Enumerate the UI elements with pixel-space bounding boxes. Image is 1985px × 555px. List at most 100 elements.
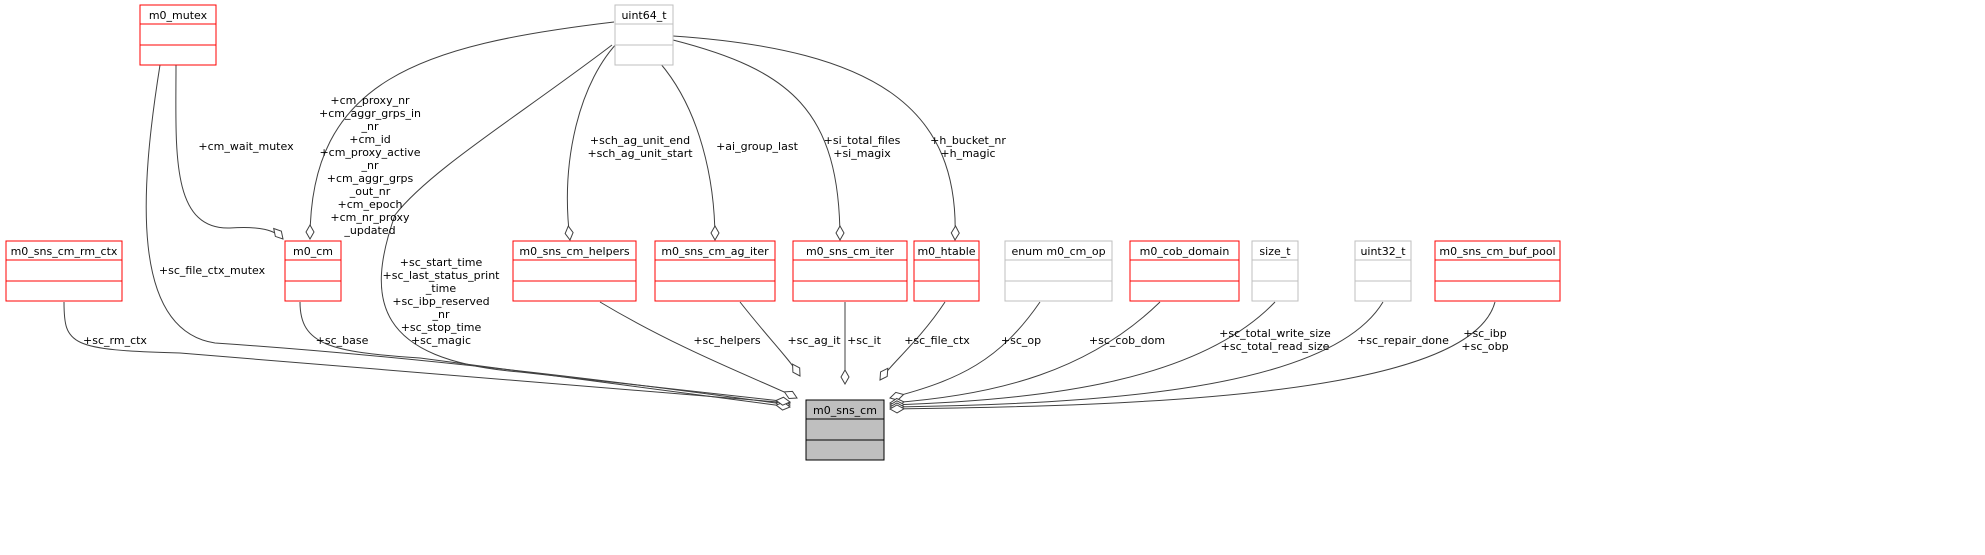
edge-size_t-to-m0_sns_cm: [888, 301, 1276, 410]
edge-label: +sc_cob_dom: [1089, 334, 1165, 347]
edge-label: _nr: [361, 120, 379, 133]
edge-label: _updated: [343, 224, 395, 237]
class-node-m0-sns-cm[interactable]: m0_sns_cm: [805, 399, 885, 461]
class-node-m0-mutex[interactable]: m0_mutex: [139, 4, 217, 66]
edge-label: +cm_proxy_nr: [330, 94, 410, 107]
edge-label: +cm_aggr_grps_in: [319, 107, 421, 120]
class-box: [139, 4, 217, 66]
class-name: m0_sns_cm_rm_ctx: [11, 245, 118, 258]
edge-m0_mutex-to-m0_cm: [175, 64, 284, 240]
edge-m0_sns_cm_ag_iter-to-m0_sns_cm: [739, 301, 801, 377]
edge-m0_htable-to-m0_sns_cm: [879, 301, 946, 381]
class-name: size_t: [1259, 245, 1291, 258]
edge-m0_sns_cm_helpers-to-m0_sns_cm: [599, 301, 798, 400]
edge-label: +sc_file_ctx_mutex: [159, 264, 266, 277]
class-node-m0-htable[interactable]: m0_htable: [913, 240, 980, 302]
edge-label: +cm_epoch: [338, 198, 403, 211]
edge-label: +sc_file_ctx: [904, 334, 970, 347]
class-name: m0_sns_cm_helpers: [519, 245, 629, 258]
class-name: uint64_t: [621, 9, 667, 22]
class-box: [654, 240, 776, 302]
edge-label: +sc_total_read_size: [1221, 340, 1330, 353]
class-name: m0_mutex: [149, 9, 208, 22]
edge-m0_sns_cm_rm_ctx-to-m0_sns_cm: [63, 301, 792, 407]
edge-label: +cm_aggr_grps: [327, 172, 414, 185]
edge-label: +sc_rm_ctx: [83, 334, 147, 347]
class-name: enum m0_cm_op: [1011, 245, 1105, 258]
class-node-m0-sns-cm-helpers[interactable]: m0_sns_cm_helpers: [512, 240, 637, 302]
class-node-m0-cob-domain[interactable]: m0_cob_domain: [1129, 240, 1240, 302]
class-box: [512, 240, 637, 302]
class-box: [792, 240, 908, 302]
edge-label: +sc_it: [847, 334, 882, 347]
edge-label: +sc_start_time: [400, 256, 483, 269]
class-name: m0_sns_cm_ag_iter: [661, 245, 769, 258]
edge-label: +sch_ag_unit_start: [587, 147, 693, 160]
class-node-size-t[interactable]: size_t: [1251, 240, 1299, 302]
edge-uint32_t-to-m0_sns_cm: [888, 301, 1384, 412]
class-name: m0_htable: [917, 245, 975, 258]
class-box: [1434, 240, 1561, 302]
class-node-m0-sns-cm-rm-ctx[interactable]: m0_sns_cm_rm_ctx: [5, 240, 123, 302]
class-box: [1354, 240, 1412, 302]
edge-label: _nr: [361, 159, 379, 172]
edge-label: +sc_base: [316, 334, 369, 347]
edge-label: +sc_last_status_print: [383, 269, 501, 282]
class-box: [5, 240, 123, 302]
edge-uint64_t-to-m0_htable: [672, 35, 960, 242]
edge-label: +h_magic: [940, 147, 995, 160]
edge-m0_cm-to-m0_sns_cm: [299, 301, 791, 411]
class-box: [913, 240, 980, 302]
class-node-enum-m0-cm-op[interactable]: enum m0_cm_op: [1004, 240, 1113, 302]
class-box: [1251, 240, 1299, 302]
class-node-m0-sns-cm-iter[interactable]: m0_sns_cm_iter: [792, 240, 908, 302]
edge-m0_cob_domain-to-m0_sns_cm: [888, 301, 1161, 408]
edge-label: +sc_total_write_size: [1219, 327, 1331, 340]
edge-label: +cm_wait_mutex: [198, 140, 294, 153]
edge-label: +sc_repair_done: [1357, 334, 1449, 347]
edge-uint64_t-to-m0_cm: [305, 21, 615, 241]
class-name: m0_sns_cm_iter: [806, 245, 895, 258]
edge-label: +h_bucket_nr: [930, 134, 1006, 147]
edge-label: +sc_stop_time: [401, 321, 482, 334]
edge-label: +sc_magic: [411, 334, 471, 347]
edge-label: +sc_ibp_reserved: [392, 295, 489, 308]
class-node-m0-sns-cm-buf-pool[interactable]: m0_sns_cm_buf_pool: [1434, 240, 1561, 302]
class-node-m0-cm[interactable]: m0_cm: [284, 240, 342, 302]
class-name: uint32_t: [1360, 245, 1406, 258]
edge-label: +si_total_files: [824, 134, 901, 147]
class-name: m0_cob_domain: [1140, 245, 1230, 258]
class-name: m0_cm: [293, 245, 333, 258]
class-box: [805, 399, 885, 461]
edge-label: +sc_ag_it: [787, 334, 841, 347]
class-node-uint32-t[interactable]: uint32_t: [1354, 240, 1412, 302]
class-node-m0-sns-cm-ag-iter[interactable]: m0_sns_cm_ag_iter: [654, 240, 776, 302]
edge-uint64_t-to-m0_sns_cm: [380, 44, 792, 406]
edge-label: +ai_group_last: [716, 140, 798, 153]
edge-label: _out_nr: [349, 185, 391, 198]
edge-uint64_t-to-m0_sns_cm_ag_iter: [659, 62, 720, 242]
class-name: m0_sns_cm_buf_pool: [1439, 245, 1555, 258]
edge-label: +sc_op: [1001, 334, 1041, 347]
edge-label: +cm_proxy_active: [319, 146, 420, 159]
edge-uint64_t-to-m0_sns_cm_iter: [672, 39, 845, 242]
edge-label: +sch_ag_unit_end: [590, 134, 690, 147]
class-box: [614, 4, 674, 66]
edge-m0_mutex-to-m0_sns_cm: [145, 64, 791, 409]
edge-label: +sc_ibp: [1463, 327, 1507, 340]
edge-label: +si_magix: [833, 147, 891, 160]
class-box: [1004, 240, 1113, 302]
edge-label: +cm_id: [349, 133, 391, 146]
class-node-uint64-t[interactable]: uint64_t: [614, 4, 674, 66]
class-box: [1129, 240, 1240, 302]
edge-enum_m0_cm_op-to-m0_sns_cm: [889, 301, 1041, 401]
edge-label: _time: [425, 282, 457, 295]
edge-label: +sc_helpers: [693, 334, 761, 347]
class-box: [284, 240, 342, 302]
edge-label: +cm_nr_proxy: [330, 211, 410, 224]
class-name: m0_sns_cm: [813, 404, 877, 417]
edge-m0_sns_cm_buf_pool-to-m0_sns_cm: [888, 301, 1496, 414]
edge-label: +sc_obp: [1461, 340, 1508, 353]
edge-uint64_t-to-m0_sns_cm_helpers: [564, 39, 621, 242]
